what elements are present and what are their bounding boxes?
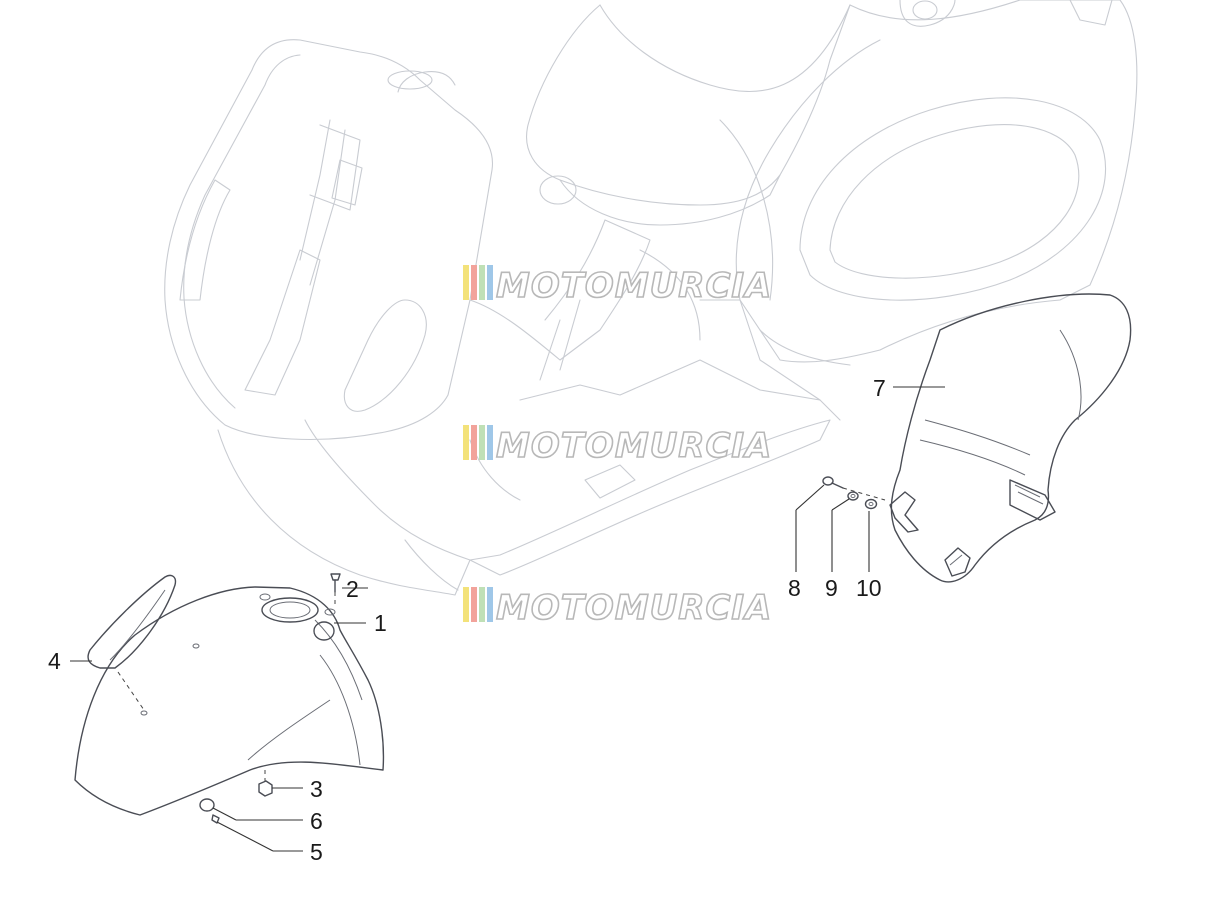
callout-2: 2 [346,576,359,602]
front-mudguard [74,586,385,816]
watermark-text: MOTOMURCIA [496,266,772,306]
callout-3: 3 [310,776,323,802]
screw-part-5 [211,814,220,824]
washer-part-9 [847,491,859,501]
callout-8: 8 [788,575,801,601]
cap-part-6 [199,798,215,812]
callout-6: 6 [310,808,323,834]
bolt-part-8 [822,476,844,489]
callout-4: 4 [48,648,61,674]
watermark-text: MOTOMURCIA [496,588,772,628]
watermark-3: MOTOMURCIA [463,587,772,629]
nut-part-3 [258,780,273,797]
callout-5: 5 [310,839,323,865]
washer-part-10 [864,498,878,510]
callout-7: 7 [873,375,886,401]
callout-9: 9 [825,575,838,601]
callout-10: 10 [856,575,882,601]
watermark-2: MOTOMURCIA [463,425,772,467]
callout-labels: 1 2 3 4 5 6 7 8 9 10 [48,375,886,865]
assembly-lines [117,487,886,781]
screw-part-2 [330,573,341,593]
leader-lines [70,386,945,852]
watermark-text: MOTOMURCIA [496,426,772,466]
callout-1: 1 [374,610,387,636]
rear-mudguard [889,293,1132,583]
scooter-body-outline [164,0,1138,596]
watermark-1: MOTOMURCIA [463,265,772,307]
mudguard-badge [87,574,177,669]
